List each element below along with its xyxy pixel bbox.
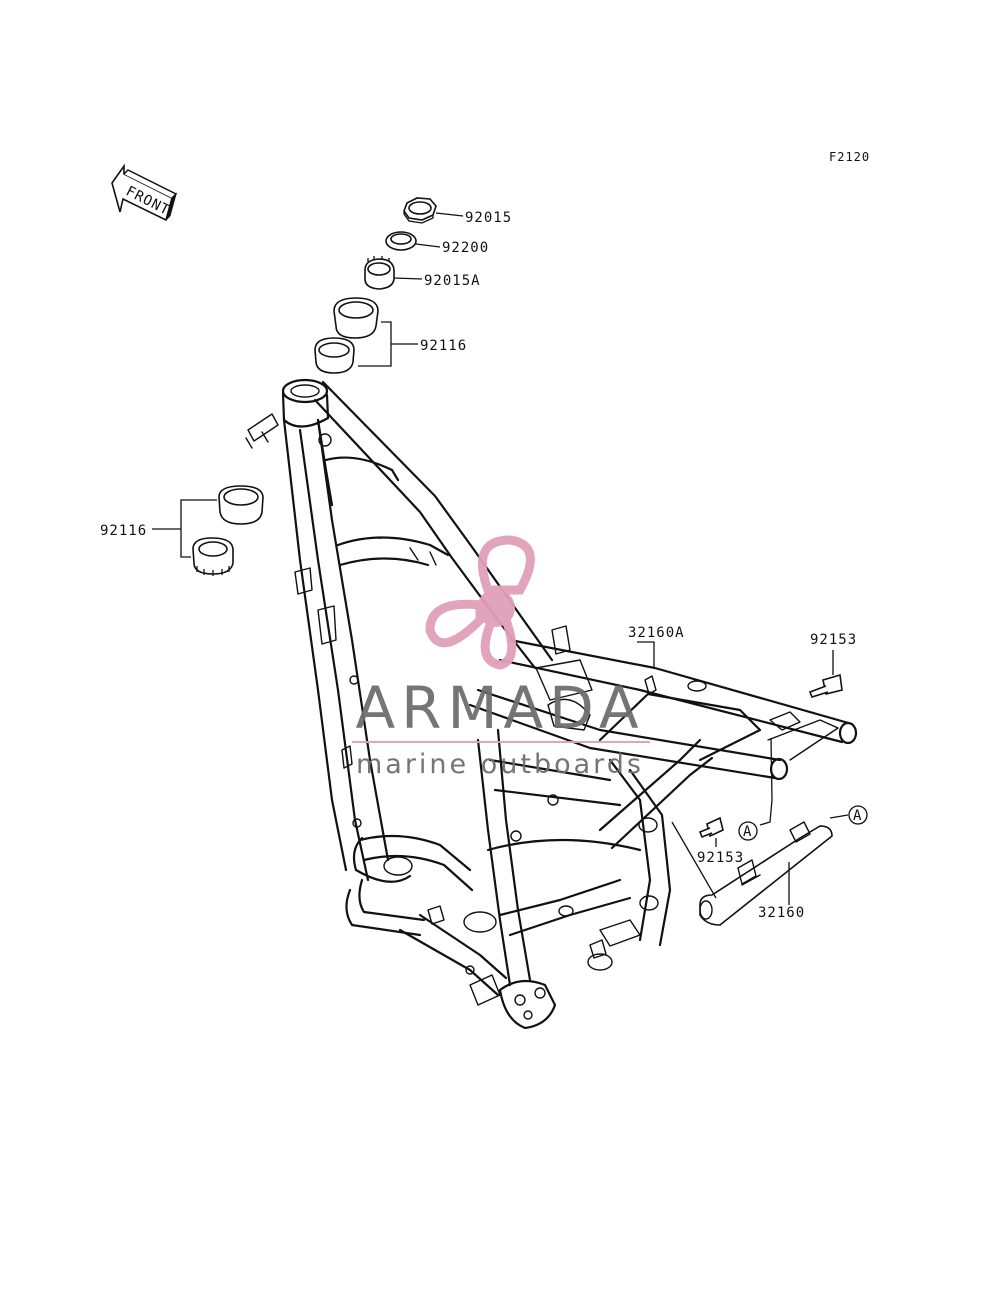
figure-code: F2120 bbox=[829, 150, 870, 164]
part-label-32160a: 32160A bbox=[628, 625, 685, 641]
bearing-lower-92116 bbox=[192, 485, 264, 576]
watermark: ARMADA marine outboards bbox=[352, 535, 650, 780]
front-arrow-icon: FRONT bbox=[111, 163, 178, 222]
marker-a-upper-label: A bbox=[743, 824, 752, 840]
part-label-92153-center: 92153 bbox=[697, 850, 744, 866]
subframe-32160 bbox=[699, 821, 833, 926]
bearing-upper-92116 bbox=[314, 297, 379, 374]
part-label-92153-rear: 92153 bbox=[810, 632, 857, 648]
marker-a-lower: A bbox=[848, 805, 868, 825]
part-label-92116-lower: 92116 bbox=[100, 523, 147, 539]
marker-a-lower-label: A bbox=[853, 808, 862, 824]
washer-92200 bbox=[385, 231, 417, 251]
bolt-92153-center bbox=[698, 816, 724, 839]
part-label-92015a: 92015A bbox=[424, 273, 481, 289]
marker-a-upper: A bbox=[738, 821, 758, 841]
part-label-32160: 32160 bbox=[758, 905, 805, 921]
watermark-subtitle: marine outboards bbox=[356, 749, 644, 780]
part-label-92116-upper: 92116 bbox=[420, 338, 467, 354]
propeller-logo bbox=[425, 535, 535, 670]
part-label-92200: 92200 bbox=[442, 240, 489, 256]
watermark-title: ARMADA bbox=[355, 674, 644, 742]
nut-92015 bbox=[403, 197, 437, 224]
nut-92015a bbox=[364, 256, 395, 290]
bolt-92153-rear bbox=[808, 673, 843, 698]
part-label-92015: 92015 bbox=[465, 210, 512, 226]
